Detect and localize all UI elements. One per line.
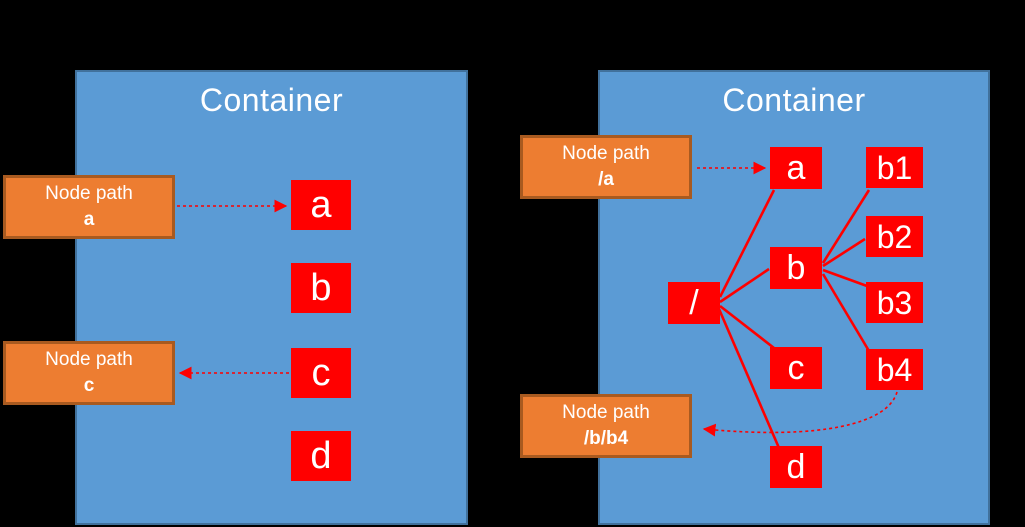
left-node-b: b (291, 263, 351, 313)
callout-path: /a (598, 169, 614, 190)
callout-node-path-slash-b-b4: Node path /b/b4 (520, 394, 692, 458)
right-node-b1: b1 (866, 147, 923, 188)
right-container-title: Container (722, 82, 866, 118)
callout-path: c (83, 375, 95, 396)
left-node-a: a (291, 180, 351, 230)
callout-title: Node path (562, 402, 650, 424)
right-node-b4: b4 (866, 349, 923, 390)
right-node-d: d (770, 446, 822, 488)
callout-path: /b/b4 (583, 428, 629, 449)
left-node-c: c (291, 348, 351, 398)
callout-title: Node path (45, 183, 133, 205)
right-node-a: a (770, 147, 822, 189)
right-node-b2: b2 (866, 216, 923, 257)
callout-title: Node path (562, 143, 650, 165)
callout-path: a (83, 209, 95, 230)
callout-node-path-slash-a: Node path /a (520, 135, 692, 199)
left-node-d: d (291, 431, 351, 481)
right-node-b3: b3 (866, 282, 923, 323)
left-container-title: Container (199, 82, 344, 118)
callout-node-path-a: Node path a (3, 175, 175, 239)
right-node-c: c (770, 347, 822, 389)
right-node-b: b (770, 247, 822, 289)
left-container: Container (75, 70, 468, 525)
callout-node-path-c: Node path c (3, 341, 175, 405)
callout-title: Node path (45, 349, 133, 371)
right-node-root: / (668, 282, 720, 324)
